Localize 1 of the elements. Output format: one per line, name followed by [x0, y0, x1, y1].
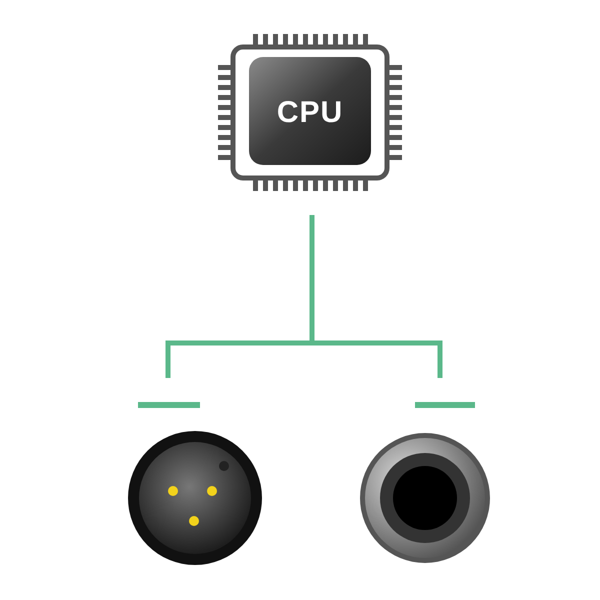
chip-label: CPU: [276, 96, 344, 130]
